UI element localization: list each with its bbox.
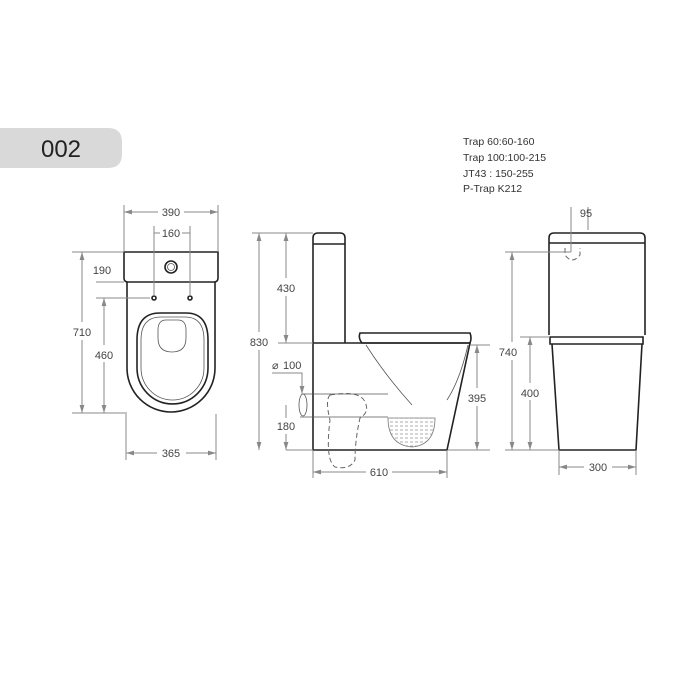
dim-overall-length: 710: [73, 327, 91, 339]
dim-seat-height: 395: [468, 393, 486, 405]
dim-hole-spacing: 160: [162, 228, 180, 240]
dim-length: 610: [370, 467, 388, 479]
note-line: JT43 : 150-255: [463, 168, 534, 180]
model-label: 002: [41, 136, 81, 163]
model-label-tab: 002: [0, 128, 122, 168]
dim-bowl-length: 460: [95, 350, 113, 362]
front-view: 95 740 400 300: [499, 207, 646, 475]
dim-outlet-diameter: ⌀: [272, 360, 279, 372]
dim-front-seat-height: 400: [521, 388, 539, 400]
note-line: Trap 100:100-215: [463, 152, 546, 164]
note-line: Trap 60:60-160: [463, 136, 535, 148]
dim-inlet-offset: 95: [580, 208, 592, 220]
dim-outlet-diameter-value: 100: [283, 360, 301, 372]
dim-tank-height: 430: [277, 283, 295, 295]
note-line: P-Trap K212: [463, 183, 522, 195]
dim-base-width: 300: [589, 462, 607, 474]
dim-bowl-width: 365: [162, 448, 180, 460]
flush-button-icon: [164, 260, 178, 274]
side-view: 830 430 ⌀ 100 180 395 610: [250, 233, 490, 479]
top-view: 390 160 710 190 460 365: [72, 205, 218, 460]
dim-overall-width: 390: [162, 207, 180, 219]
dim-height: 830: [250, 337, 268, 349]
dim-tank-depth: 190: [93, 265, 111, 277]
trap-notes: Trap 60:60-160 Trap 100:100-215 JT43 : 1…: [463, 136, 546, 195]
dim-outlet-height: 180: [277, 421, 295, 433]
dim-front-height: 740: [499, 347, 517, 359]
